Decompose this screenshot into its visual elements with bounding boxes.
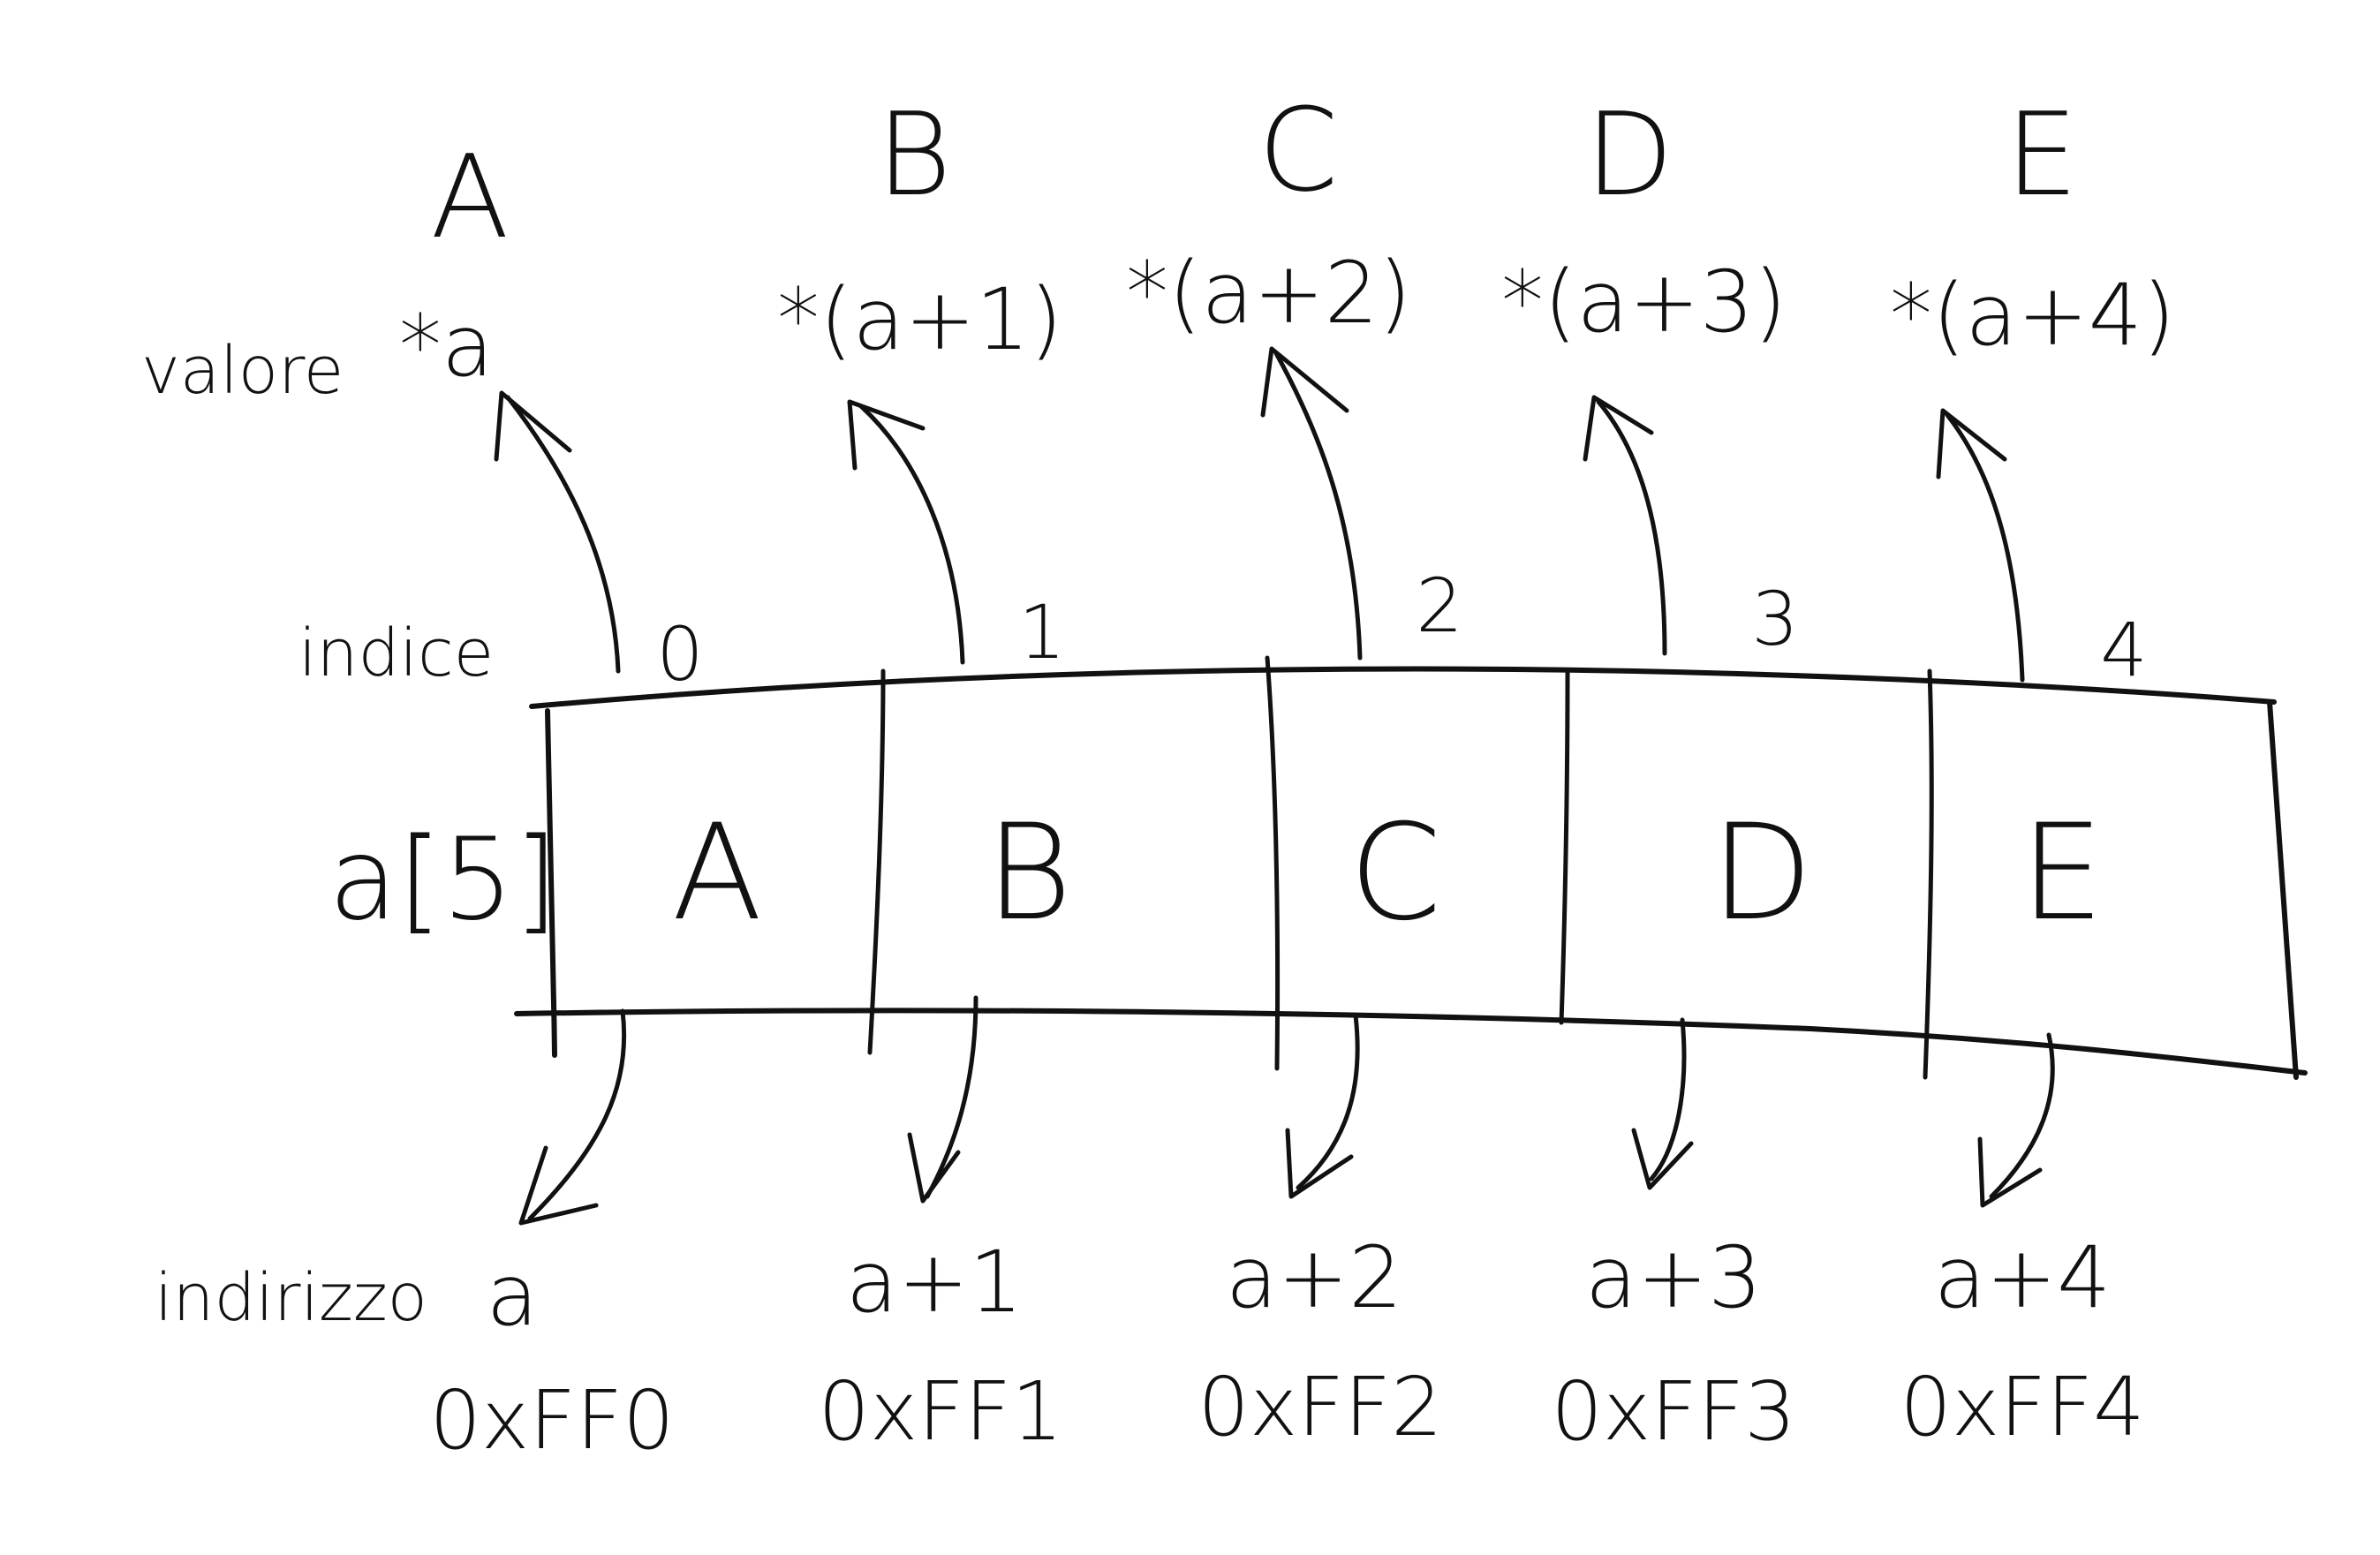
- address-expr-2: a+2: [1226, 1228, 1402, 1327]
- index-2: 2: [1416, 562, 1462, 649]
- value-expr-2: *(a+2): [1126, 244, 1411, 343]
- index-3: 3: [1751, 576, 1798, 662]
- index-1: 1: [1018, 589, 1065, 676]
- array-top-edge: [529, 666, 2277, 709]
- up-arrow-2: [1273, 351, 1363, 660]
- address-row-label: indirizzo: [155, 1260, 427, 1336]
- up-arrow-4: [1945, 412, 2025, 683]
- index-row-label: indice: [298, 615, 494, 691]
- array-bottom-edge: [514, 1008, 2308, 1076]
- cell-letter-d: D: [1711, 796, 1813, 950]
- value-expr-4: *(a+4): [1890, 266, 2175, 365]
- address-expr-0: a: [487, 1246, 539, 1345]
- address-expr-1: a+1: [846, 1233, 1023, 1332]
- up-arrow-1: [858, 404, 965, 665]
- up-arrow-head-1: [847, 399, 926, 471]
- value-letter-b: B: [876, 87, 951, 222]
- up-arrow-head-3: [1583, 395, 1654, 462]
- down-arrow-3: [1649, 1017, 1687, 1181]
- down-arrow-head-1: [907, 1132, 961, 1204]
- address-expr-4: a+4: [1934, 1228, 2111, 1327]
- value-row-label: valore: [141, 333, 344, 409]
- cell-letters: A B C D E: [672, 796, 2104, 950]
- cell-letter-b: B: [986, 796, 1072, 950]
- value-letters: A B C D E: [431, 83, 2079, 264]
- value-arrows: [494, 346, 2025, 683]
- down-arrow-head-0: [518, 1145, 599, 1226]
- down-arrow-2: [1296, 1013, 1360, 1190]
- cell-divider-2: [1265, 655, 1281, 1071]
- up-arrow-head-0: [494, 390, 572, 462]
- value-expr-1: *(a+1): [777, 270, 1062, 369]
- cell-letter-a: A: [672, 796, 763, 950]
- cell-letter-e: E: [2021, 796, 2104, 950]
- up-arrow-0: [505, 395, 621, 674]
- array-right-edge: [2267, 699, 2299, 1080]
- down-arrow-head-2: [1285, 1128, 1354, 1199]
- down-arrow-4: [1989, 1032, 2055, 1199]
- index-4: 4: [2100, 607, 2147, 693]
- value-letter-d: D: [1585, 87, 1674, 222]
- address-expr-3: a+3: [1585, 1228, 1762, 1327]
- up-arrow-head-2: [1260, 346, 1349, 418]
- value-expr-3: *(a+3): [1501, 253, 1787, 351]
- address-arrows: [518, 995, 2055, 1226]
- cell-divider-3: [1559, 670, 1570, 1025]
- address-hex-values: 0xFF0 0xFF1 0xFF2 0xFF3 0xFF4: [429, 1360, 2144, 1468]
- address-expressions: a a+1 a+2 a+3 a+4: [487, 1228, 2112, 1345]
- value-letter-a: A: [431, 130, 510, 264]
- value-expressions: *a *(a+1) *(a+2) *(a+3) *(a+4): [399, 244, 2175, 396]
- array-left-edge: [545, 708, 557, 1058]
- address-hex-1: 0xFF1: [818, 1364, 1062, 1459]
- address-hex-0: 0xFF0: [429, 1373, 674, 1468]
- cell-letter-c: C: [1349, 796, 1442, 950]
- down-arrow-1: [925, 995, 978, 1199]
- down-arrow-head-4: [1977, 1136, 2043, 1208]
- down-arrow-head-3: [1631, 1128, 1694, 1190]
- down-arrow-0: [527, 1008, 627, 1221]
- cell-divider-4: [1923, 668, 1934, 1080]
- index-values: 0 1 2 3 4: [656, 562, 2147, 698]
- up-arrow-3: [1596, 399, 1667, 656]
- address-hex-4: 0xFF4: [1900, 1360, 2144, 1454]
- value-letter-e: E: [2006, 87, 2078, 222]
- up-arrow-head-4: [1936, 408, 2007, 479]
- array-name-label: a[5]: [329, 814, 558, 946]
- value-expr-0: *a: [399, 297, 494, 396]
- address-hex-2: 0xFF2: [1198, 1360, 1442, 1454]
- address-hex-3: 0xFF3: [1551, 1364, 1795, 1459]
- value-letter-c: C: [1258, 83, 1339, 217]
- index-0: 0: [656, 611, 703, 698]
- cell-divider-1: [867, 668, 886, 1055]
